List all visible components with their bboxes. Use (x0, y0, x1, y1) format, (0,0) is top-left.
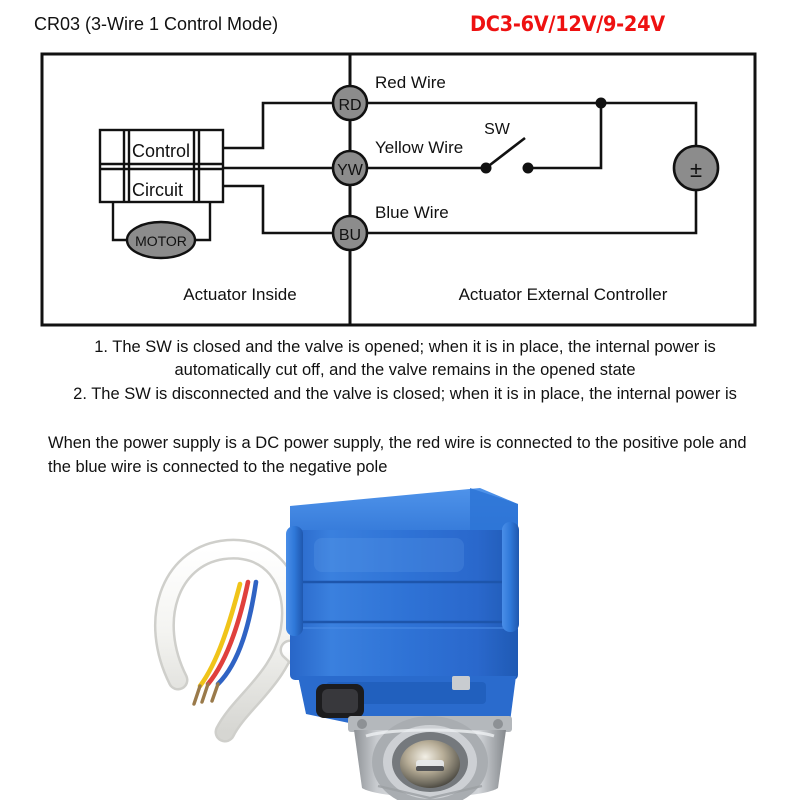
wire-tip-blue (210, 682, 220, 703)
power-source-symbol: ± (690, 157, 702, 182)
label-red-wire: Red Wire (375, 73, 446, 92)
note-line-2: automatically cut off, and the valve rem… (174, 361, 636, 380)
terminal-bu-label: BU (339, 227, 361, 244)
cable-gland (316, 684, 364, 718)
actuator-body (290, 530, 518, 680)
section-label-inside: Actuator Inside (183, 285, 296, 304)
wire-yellow (197, 581, 243, 689)
housing-rib-right (502, 522, 519, 632)
wire-tip-red (200, 682, 210, 704)
note-line-3: 2. The SW is disconnected and the valve … (73, 384, 737, 403)
wire-junction-to-switch (528, 103, 603, 170)
actuator-housing (286, 488, 519, 732)
valve-bolt-right (493, 719, 503, 729)
wire-red-to-battery (601, 101, 698, 146)
internal-wires (223, 101, 333, 235)
switch-contact-right (522, 162, 534, 174)
wire-tip-yellow (192, 684, 202, 706)
voltage-spec: DC3-6V/12V/9-24V (470, 12, 665, 36)
product-photo (154, 488, 519, 800)
switch-sw[interactable] (480, 136, 534, 174)
switch-label: SW (484, 121, 511, 138)
dc-polarity-paragraph: When the power supply is a DC power supp… (48, 434, 747, 476)
wire-internal-red (223, 101, 333, 150)
terminal-bu: BU (331, 214, 369, 252)
ball-valve (348, 716, 512, 800)
control-box-line1: Control (132, 141, 190, 161)
wire-internal-blue (223, 184, 333, 235)
switch-blade (485, 136, 526, 170)
motor-group: MOTOR (111, 202, 212, 260)
power-source: ± (672, 144, 720, 192)
housing-rib-left (286, 526, 303, 636)
wiring-diagram: Control Circuit MOTOR RD YW (40, 52, 757, 327)
page-title: CR03 (3-Wire 1 Control Mode) (34, 14, 279, 34)
control-box-line2: Circuit (132, 180, 183, 200)
flange-recess (326, 682, 486, 704)
wire-blue (215, 579, 259, 687)
control-circuit-box: Control Circuit (98, 128, 225, 204)
label-blue-wire: Blue Wire (375, 203, 449, 222)
external-circuit: SW ± (367, 97, 720, 235)
note-line-1: 1. The SW is closed and the valve is ope… (94, 338, 716, 356)
valve-bolt-left (357, 719, 367, 729)
notes-block: 1. The SW is closed and the valve is ope… (40, 336, 770, 406)
cable-conductors (192, 579, 259, 706)
motor-ellipse (125, 220, 197, 260)
terminal-yw: YW (331, 149, 369, 187)
terminal-rd: RD (331, 84, 369, 122)
section-label-external: Actuator External Controller (459, 285, 668, 304)
wire-blue-run (367, 190, 698, 235)
wire-red (205, 579, 251, 687)
terminal-rd-label: RD (338, 97, 361, 114)
label-yellow-wire: Yellow Wire (375, 138, 463, 157)
manual-lever (452, 676, 470, 690)
terminal-yw-label: YW (337, 162, 364, 179)
motor-label: MOTOR (135, 233, 187, 249)
